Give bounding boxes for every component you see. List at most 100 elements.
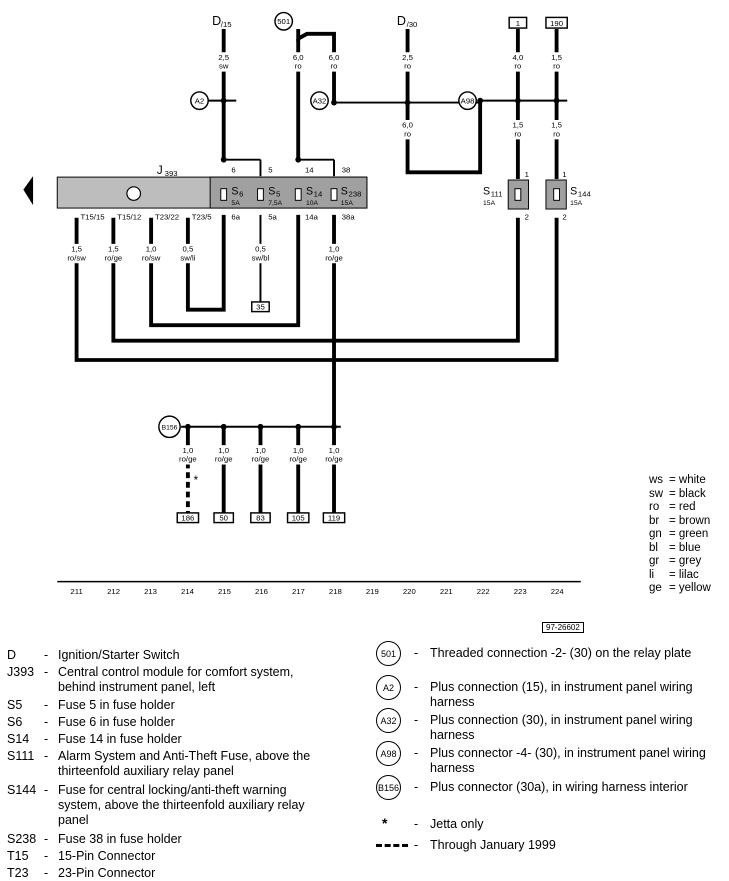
color-code: ro [649,501,660,513]
fuse-s14: S 14 10A 14 14a [294,165,323,222]
legend-description: Through January 1999 [430,838,556,852]
color-code: gn [649,528,662,540]
fuse-s6: S 6 5A 6 6a [220,165,243,222]
legend-description: Fuse for central locking/anti-theft warn… [58,783,305,827]
svg-text:50: 50 [219,514,228,523]
connector-symbol: A98 [376,741,401,766]
legend-dash: - [44,698,49,712]
svg-text:1,0: 1,0 [329,245,340,254]
legend-description: Fuse 5 in fuse holder [58,698,175,712]
bottom-wire-labels: 1,0 ro/ge 1,0 ro/ge 1,0 ro/ge 1,0 ro/ge … [176,445,346,465]
fuse-s111: S 111 15A 1 2 [483,170,530,222]
svg-text:1,5: 1,5 [551,121,562,130]
connector-501-symbol [274,11,294,31]
scale-number: 212 [107,587,120,596]
color-code: li [649,568,655,581]
color-code: sw [649,487,664,500]
legend-dash: - [414,817,419,831]
svg-text:105: 105 [292,514,305,523]
svg-text:38a: 38a [342,213,356,222]
svg-text:7,5A: 7,5A [268,200,282,207]
svg-text:1,5: 1,5 [551,53,562,62]
svg-text:A32: A32 [313,97,327,106]
label-d15-sub: /15 [221,20,232,29]
color-key-item: ws= white [649,474,711,488]
scale-number: 217 [292,587,305,596]
svg-text:ro: ro [553,62,560,71]
connector-a32: A32 [310,91,329,111]
svg-text:2,5: 2,5 [402,53,413,62]
bottom-boxes: 186 50 83 105 119 [176,512,346,524]
color-name: = brown [669,514,711,527]
legend-dash: - [44,665,49,679]
label-d15: D [212,14,221,28]
color-key-item: li= lilac [649,569,711,583]
scale-number: 215 [218,587,231,596]
legend-code: T23 [7,866,29,880]
svg-text:83: 83 [256,514,265,523]
module-pin-labels: T15/15 T15/12 T23/22 T23/5 [80,213,211,222]
svg-text:sw/li: sw/li [180,253,195,262]
svg-text:119: 119 [328,514,340,523]
svg-text:1,5: 1,5 [71,245,82,254]
color-key-item: ge= yellow [649,582,711,596]
dashed-line-symbol [376,844,408,847]
junction-dots [184,97,560,430]
legend-code: D [7,648,17,662]
scale-number: 221 [440,587,453,596]
legend-dash: - [414,713,419,727]
scale-number: 218 [329,587,342,596]
svg-text:sw/bl: sw/bl [252,253,270,262]
color-name: = black [669,487,706,500]
color-key-item: gn= green [649,528,711,542]
legend-dash: - [44,732,49,746]
svg-text:0,5: 0,5 [183,245,194,254]
color-key-item: bl = blue [649,542,711,556]
color-name: = red [669,501,696,513]
svg-text:4,0: 4,0 [513,53,524,62]
scale-number: 213 [144,587,157,596]
svg-text:2,5: 2,5 [218,53,229,62]
legend-dash: - [414,746,419,760]
svg-text:5a: 5a [268,213,277,222]
svg-text:1: 1 [525,170,529,179]
legend-dash: - [44,832,49,846]
wiring-diagram: D /15 501 D /30 1 190 2,5 sw 6,0 ro 6,0 … [23,11,592,596]
legend-code: J393 [7,665,35,679]
color-name: = blue [669,541,701,554]
color-code: br [649,514,660,527]
svg-text:144: 144 [578,189,592,198]
svg-text:ro/ge: ro/ge [289,455,307,464]
legend-description: Threaded connection -2- (30) on the rela… [430,646,692,660]
scale-number: 211 [70,587,82,596]
legend-description: Fuse 6 in fuse holder [58,715,175,729]
svg-text:2: 2 [525,213,529,222]
svg-text:ro/ge: ro/ge [105,253,123,262]
svg-text:1,0: 1,0 [329,446,340,455]
svg-text:ro/ge: ro/ge [325,455,343,464]
legend-dash: - [44,849,49,863]
svg-text:ro/ge: ro/ge [215,455,233,464]
color-code: bl [649,541,658,554]
svg-text:1,0: 1,0 [183,446,194,455]
scale-number: 216 [255,587,268,596]
svg-text:1,0: 1,0 [218,446,229,455]
legend-description: Fuse 38 in fuse holder [58,832,182,846]
svg-text:14: 14 [314,189,323,198]
legend-dash: - [414,646,419,660]
legend-description: Plus connector -4- (30), in instrument p… [430,746,706,775]
svg-text:6,0: 6,0 [293,53,304,62]
svg-text:ro: ro [404,129,411,138]
svg-text:A2: A2 [195,97,204,106]
svg-text:6,0: 6,0 [402,121,413,130]
svg-text:ro: ro [295,62,302,71]
asterisk-symbol: * [382,815,388,831]
svg-text:6: 6 [231,165,235,174]
legend-dash: - [414,680,419,694]
color-name: = white [669,474,706,486]
scale-number: 223 [514,587,527,596]
legend-dash: - [414,838,419,852]
svg-text:5: 5 [268,165,272,174]
color-key-item: br = brown [649,515,711,529]
